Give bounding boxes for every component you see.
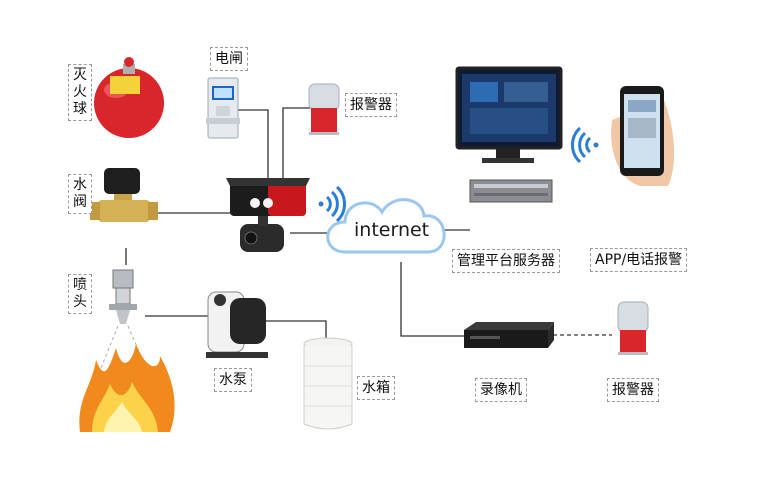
recorder-device: [464, 322, 554, 348]
label-alarm-bottom: 报警器: [607, 378, 659, 402]
connection-lines: [125, 107, 612, 338]
alarm-top-device: [308, 83, 340, 135]
nozzle-device: [109, 269, 137, 324]
pump-device: [206, 291, 268, 358]
label-internet: internet: [354, 219, 430, 241]
label-water-valve: 水阀: [68, 174, 92, 214]
water-valve-device: [90, 168, 158, 222]
label-recorder: 录像机: [475, 378, 527, 402]
label-pump: 水泵: [214, 368, 252, 392]
label-server: 管理平台服务器: [452, 249, 560, 273]
phone-device: [611, 86, 675, 186]
label-alarm-top: 报警器: [345, 93, 397, 117]
fire-graphic: [79, 344, 175, 432]
line-pump-tank: [266, 320, 327, 338]
label-nozzle: 喷头: [68, 274, 92, 314]
breaker-device: [206, 77, 240, 139]
monitor-device: [455, 66, 563, 163]
label-breaker: 电闸: [210, 47, 248, 71]
label-water-tank: 水箱: [357, 376, 395, 400]
fire-ball-device: [94, 57, 164, 138]
label-app: APP/电话报警: [590, 248, 688, 272]
label-fire-ball: 灭火球: [68, 64, 92, 121]
wifi-signal-icon: [318, 185, 347, 223]
water-tank-device: [303, 337, 353, 430]
alarm-bottom-device: [617, 301, 649, 355]
internet-cloud: [326, 198, 446, 254]
server-device: [469, 179, 553, 203]
line-alarm-camera: [282, 107, 310, 185]
wifi-signal-icon: [570, 126, 599, 164]
camera-device: [226, 178, 310, 252]
line-breaker-camera: [224, 109, 269, 185]
line-cloud-recorder: [400, 262, 464, 337]
